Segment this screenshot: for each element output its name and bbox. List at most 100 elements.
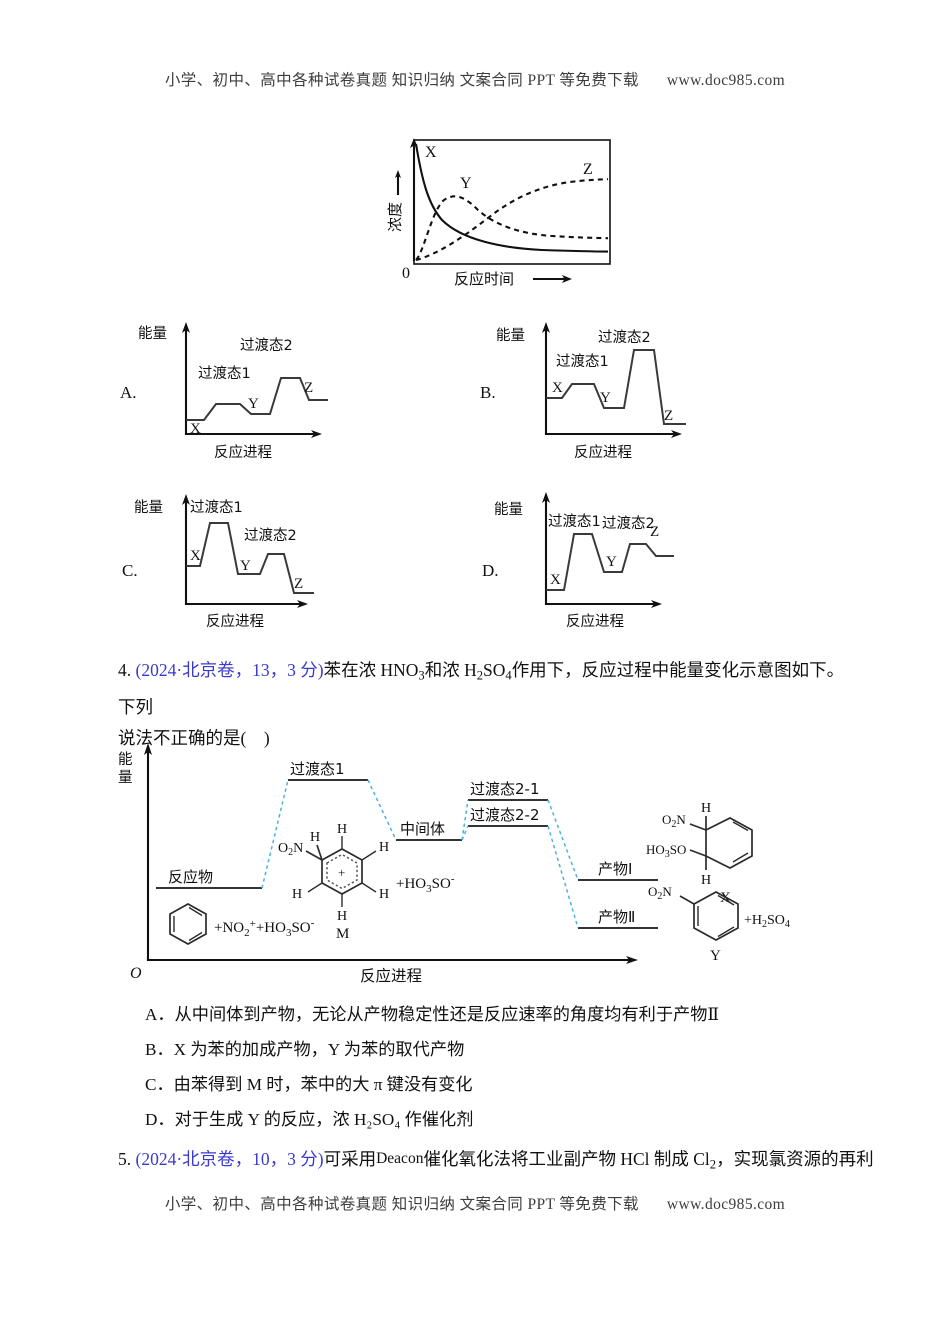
- option-a-xlabel: 反应进程: [214, 443, 272, 461]
- option-b-x-label: X: [552, 380, 563, 396]
- m-no2-label: O2N: [278, 841, 303, 858]
- curve-label-x: X: [425, 144, 437, 161]
- q4-level-ts21-label: 过渡态2-1: [470, 780, 540, 798]
- q4-sub-3: 4: [505, 668, 512, 683]
- option-b-z-label: Z: [664, 408, 673, 424]
- curve-label-z: Z: [583, 161, 593, 178]
- q5-deacon: Deacon: [376, 1150, 424, 1167]
- option-c-ylabel: 能量: [134, 499, 163, 516]
- option-c-ts1-label: 过渡态1: [190, 499, 243, 516]
- y-no2-label: O2N: [648, 884, 672, 902]
- option-a-z-label: Z: [304, 380, 313, 396]
- option-c-xlabel: 反应进程: [206, 612, 264, 630]
- q4-xlabel: 反应进程: [360, 966, 422, 985]
- chart-ylabel: 浓度: [386, 202, 404, 232]
- x-no2-label: O2N: [662, 812, 686, 830]
- q4-option-d[interactable]: D．对于生成 Y 的反应，浓 H₂SO₄ 作催化剂: [145, 1105, 473, 1130]
- option-a-ts1-label: 过渡态1: [198, 365, 251, 382]
- figure-option-b: B. 能量 过渡态1 过渡态2 X Y Z 反应进程: [478, 316, 708, 464]
- rf-2: +HO: [256, 920, 286, 936]
- rf-sub1: 2: [244, 927, 250, 939]
- q4-level-ts1-label: 过渡态1: [290, 760, 345, 778]
- q4-option-b-text: X 为苯的加成产物，Y 为苯的取代产物: [173, 1040, 465, 1059]
- rf-3: SO: [291, 920, 310, 936]
- option-b-letter: B.: [480, 383, 496, 402]
- option-d-ylabel: 能量: [494, 501, 523, 518]
- figure-option-d: D. 能量 过渡态1 过渡态2 X Y Z 反应进程: [478, 492, 708, 632]
- option-c-letter: C.: [122, 561, 138, 580]
- running-header-url: www.doc985.com: [666, 72, 786, 89]
- m-h-2: H: [337, 822, 347, 837]
- is-sub: 3: [426, 883, 432, 895]
- figure-concentration-time: 浓度 X Y Z 0 反应时间: [386, 132, 624, 300]
- m-h-5: H: [337, 909, 347, 924]
- q4-stem-3: SO: [483, 660, 506, 680]
- option-c-z-label: Z: [294, 576, 303, 592]
- m-structure-name: M: [336, 926, 349, 942]
- option-a-letter: A.: [120, 383, 137, 402]
- q4-stem-4: 作用下，反应过程中能量变化示意图如下。下列: [118, 660, 845, 717]
- q4-intermediate-side-formula: +HO3SO-: [396, 873, 455, 895]
- running-header: 小学、初中、高中各种试卷真题 知识归纳 文案合同 PPT 等免费下载 www.do…: [0, 68, 950, 90]
- curve-label-y: Y: [460, 175, 472, 192]
- q4-number: 4.: [118, 660, 132, 680]
- figure-q4-energy-profile: 能 量 O 反应进程 反应物 过渡态1 中间体: [110, 738, 850, 988]
- y-structure-name: Y: [710, 948, 721, 964]
- option-c-y-label: Y: [240, 558, 251, 574]
- q5-number: 5.: [118, 1148, 132, 1169]
- structure-intermediate-M: + O2N H H H H H H M: [278, 822, 389, 942]
- is-sup: -: [451, 873, 455, 885]
- q4-level-reactant-label: 反应物: [168, 868, 213, 886]
- question-5: 5. (2024·北京卷，10，3 分)可采用Deacon催化氧化法将工业副产物…: [118, 1143, 874, 1180]
- m-h-4: H: [379, 887, 389, 902]
- m-plus-charge: +: [338, 865, 345, 880]
- option-a-ylabel: 能量: [138, 325, 167, 342]
- option-d-z-label: Z: [650, 524, 659, 540]
- figure-option-a: A. 能量 过渡态1 过渡态2 X Y Z 反应进程: [118, 316, 348, 464]
- q4-stem-line2: 说法不正确的是( ): [118, 727, 270, 748]
- q4-source: (2024·北京卷，13，3 分): [135, 660, 324, 680]
- q5-text-3: ，实现氯资源的再利: [716, 1148, 874, 1169]
- option-b-ylabel: 能量: [496, 327, 525, 344]
- running-header-text: 小学、初中、高中各种试卷真题 知识归纳 文案合同 PPT 等免费下载: [164, 72, 639, 89]
- q4-level-product2-label: 产物Ⅱ: [598, 908, 635, 926]
- m-h-1: H: [310, 830, 320, 845]
- option-d-y-label: Y: [606, 554, 617, 570]
- x-ho3so-label: HO3SO: [646, 842, 686, 860]
- running-footer-url: www.doc985.com: [666, 1196, 786, 1213]
- option-b-y-label: Y: [600, 390, 611, 406]
- q4-level-intermediate-label: 中间体: [400, 820, 445, 838]
- option-d-ts1-label: 过渡态1: [548, 513, 601, 530]
- q4-reactant-formula: +NO2++HO3SO-: [214, 917, 315, 939]
- option-c-x-label: X: [190, 548, 201, 564]
- option-b-xlabel: 反应进程: [574, 443, 632, 461]
- option-a-y-label: Y: [248, 396, 259, 412]
- q4-option-b[interactable]: B．X 为苯的加成产物，Y 为苯的取代产物: [145, 1035, 464, 1060]
- rf-1: +NO: [214, 920, 244, 936]
- q4-sub-1: 3: [418, 668, 425, 683]
- x-h-top: H: [701, 801, 711, 816]
- running-footer: 小学、初中、高中各种试卷真题 知识归纳 文案合同 PPT 等免费下载 www.do…: [0, 1192, 950, 1214]
- question-4: 4. (2024·北京卷，13，3 分)苯在浓 HNO3和浓 H2SO4作用下，…: [118, 655, 848, 754]
- q4-origin-label: O: [130, 965, 142, 982]
- structure-product-Y: O2N +H2SO4 Y: [648, 884, 790, 964]
- q4-option-a-text: 从中间体到产物，无论从产物稳定性还是反应速率的角度均有利于产物Ⅱ: [174, 1005, 720, 1024]
- m-h-3: H: [379, 840, 389, 855]
- q4-option-a-letter: A．: [145, 1005, 175, 1024]
- is-2: SO: [432, 876, 451, 892]
- running-footer-text: 小学、初中、高中各种试卷真题 知识归纳 文案合同 PPT 等免费下载: [164, 1196, 639, 1213]
- q4-option-c[interactable]: C．由苯得到 M 时，苯中的大 π 键没有变化: [145, 1070, 473, 1095]
- q5-text-2: 催化氧化法将工业副产物 HCl 制成 Cl: [423, 1148, 710, 1169]
- q4-option-c-text: 由苯得到 M 时，苯中的大 π 键没有变化: [173, 1075, 473, 1094]
- option-a-ts2-label: 过渡态2: [240, 337, 293, 354]
- q4-option-a[interactable]: A．从中间体到产物，无论从产物稳定性还是反应速率的角度均有利于产物Ⅱ: [145, 1000, 719, 1025]
- rf-sup1: +: [250, 918, 256, 930]
- q4-option-c-letter: C．: [145, 1075, 174, 1094]
- option-d-ts2-label: 过渡态2: [602, 515, 655, 532]
- q4-sub-2: 2: [476, 668, 484, 683]
- option-a-x-label: X: [190, 421, 201, 437]
- is-1: +HO: [396, 876, 426, 892]
- q4-option-d-text: 对于生成 Y 的反应，浓 H₂SO₄ 作催化剂: [174, 1110, 474, 1129]
- q5-sub: 2: [709, 1157, 717, 1172]
